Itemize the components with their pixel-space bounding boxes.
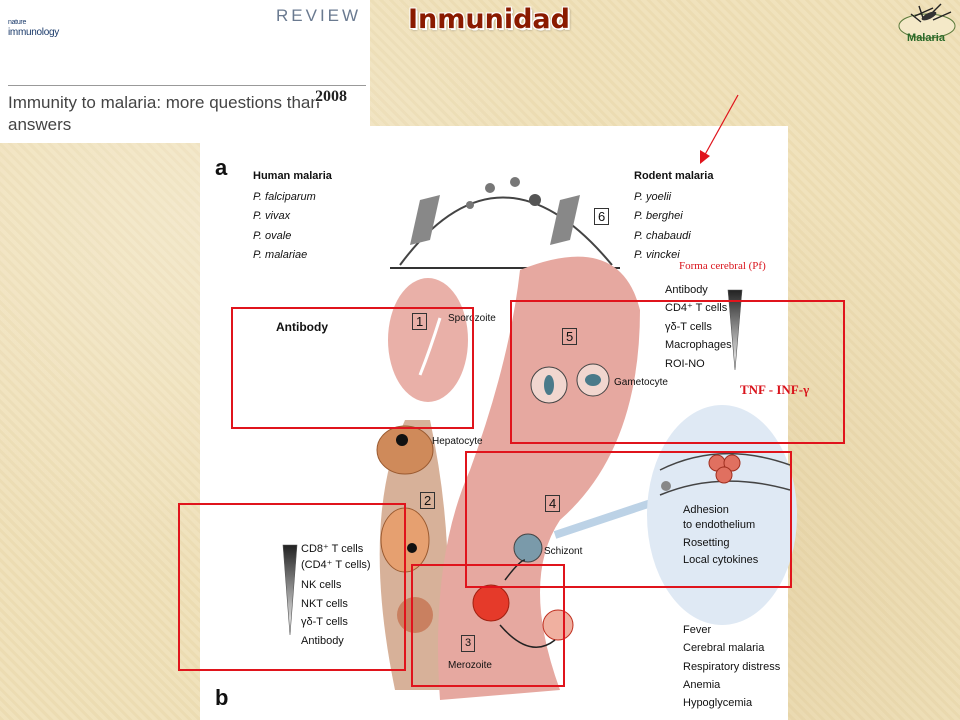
symptom: Hypoglycemia (683, 697, 753, 709)
highlight-box-merozoite (411, 564, 565, 687)
human-species: P. falciparum (253, 191, 316, 203)
highlight-box-liver-effectors (178, 503, 406, 671)
human-species: P. malariae (253, 249, 308, 261)
liver-effector: (CD4⁺ T cells) (301, 559, 371, 571)
human-species: P. ovale (253, 230, 292, 242)
stage-number: 2 (420, 492, 436, 509)
journal-logo-line1: nature (8, 19, 27, 26)
stage-number: 6 (594, 208, 610, 225)
malaria-logo-icon: Malaria (898, 3, 956, 44)
human-malaria-title: Human malaria (253, 170, 332, 182)
article-header (0, 0, 370, 143)
stage-number: 4 (545, 495, 561, 512)
stage-number: 1 (412, 313, 428, 330)
sporozoite-label: Sporozoite (448, 313, 496, 324)
publication-year: 2008 (315, 88, 347, 105)
merozoite-label: Merozoite (448, 660, 492, 671)
adhesion-text: Rosetting (683, 537, 730, 549)
sexual-effector: Antibody (665, 284, 708, 296)
panel-b-label: b (215, 685, 229, 710)
mosquito-left-icon (410, 195, 440, 245)
rodent-species: P. berghei (634, 210, 683, 222)
highlight-box-schizont (465, 451, 792, 588)
sporozoite-region (388, 278, 468, 402)
rodent-species: P. yoelii (634, 191, 672, 203)
sexual-effector: γδ-T cells (665, 321, 712, 333)
header-divider (8, 85, 366, 86)
stage-number: 3 (461, 635, 476, 652)
journal-logo-line2: immunology (8, 27, 59, 38)
gametocyte-label: Gametocyte (614, 377, 668, 388)
red-arrow (701, 94, 739, 161)
panel-a-label: a (215, 155, 228, 180)
stage-number: 5 (562, 328, 578, 345)
highlight-box-sexual-stage (510, 300, 845, 444)
sexual-gradient-bar (727, 289, 743, 371)
liver-effector: Antibody (301, 635, 344, 647)
schizont-cell (513, 533, 543, 563)
cerebral-form-annotation: Forma cerebral (Pf) (679, 260, 766, 272)
mosquito-right-icon (550, 195, 580, 245)
slide-title: Inmunidad (408, 4, 570, 35)
antibody-label: Antibody (276, 320, 328, 334)
rodent-species: P. chabaudi (634, 230, 691, 242)
adhesion-text: Adhesion (683, 504, 729, 516)
symptom: Cerebral malaria (683, 642, 765, 654)
liver-effector: NK cells (301, 579, 342, 591)
tnf-annotation: TNF - INF-γ (740, 382, 810, 397)
sexual-effector: Macrophages (665, 339, 732, 351)
paper-title: Immunity to malaria: more questions than… (8, 93, 320, 134)
journal-logo: nature immunology (8, 18, 59, 38)
adhesion-text: Local cytokines (683, 554, 759, 566)
human-species: P. vivax (253, 210, 291, 222)
sexual-effector: CD4⁺ T cells (665, 302, 728, 314)
symptom: Fever (683, 624, 712, 636)
liver-effector: γδ-T cells (301, 616, 348, 628)
red-arrow-head-icon (700, 150, 710, 164)
symptom: Respiratory distress (683, 661, 781, 673)
rodent-species: P. vinckei (634, 249, 680, 261)
liver-effector: NKT cells (301, 598, 348, 610)
merozoite-cell (472, 584, 510, 622)
adhesion-text: to endothelium (683, 519, 756, 531)
highlight-box-antibody (231, 307, 474, 429)
rodent-malaria-title: Rodent malaria (634, 170, 714, 182)
hepatocyte-label: Hepatocyte (432, 436, 483, 447)
liver-gradient-bar (282, 544, 298, 636)
liver-effector: CD8⁺ T cells (301, 543, 364, 555)
logo-text: Malaria (907, 32, 946, 44)
sexual-effector: ROI-NO (665, 358, 705, 370)
review-label: REVIEW (276, 6, 362, 25)
symptom: Anemia (683, 679, 721, 691)
schizont-label: Schizont (544, 546, 583, 557)
